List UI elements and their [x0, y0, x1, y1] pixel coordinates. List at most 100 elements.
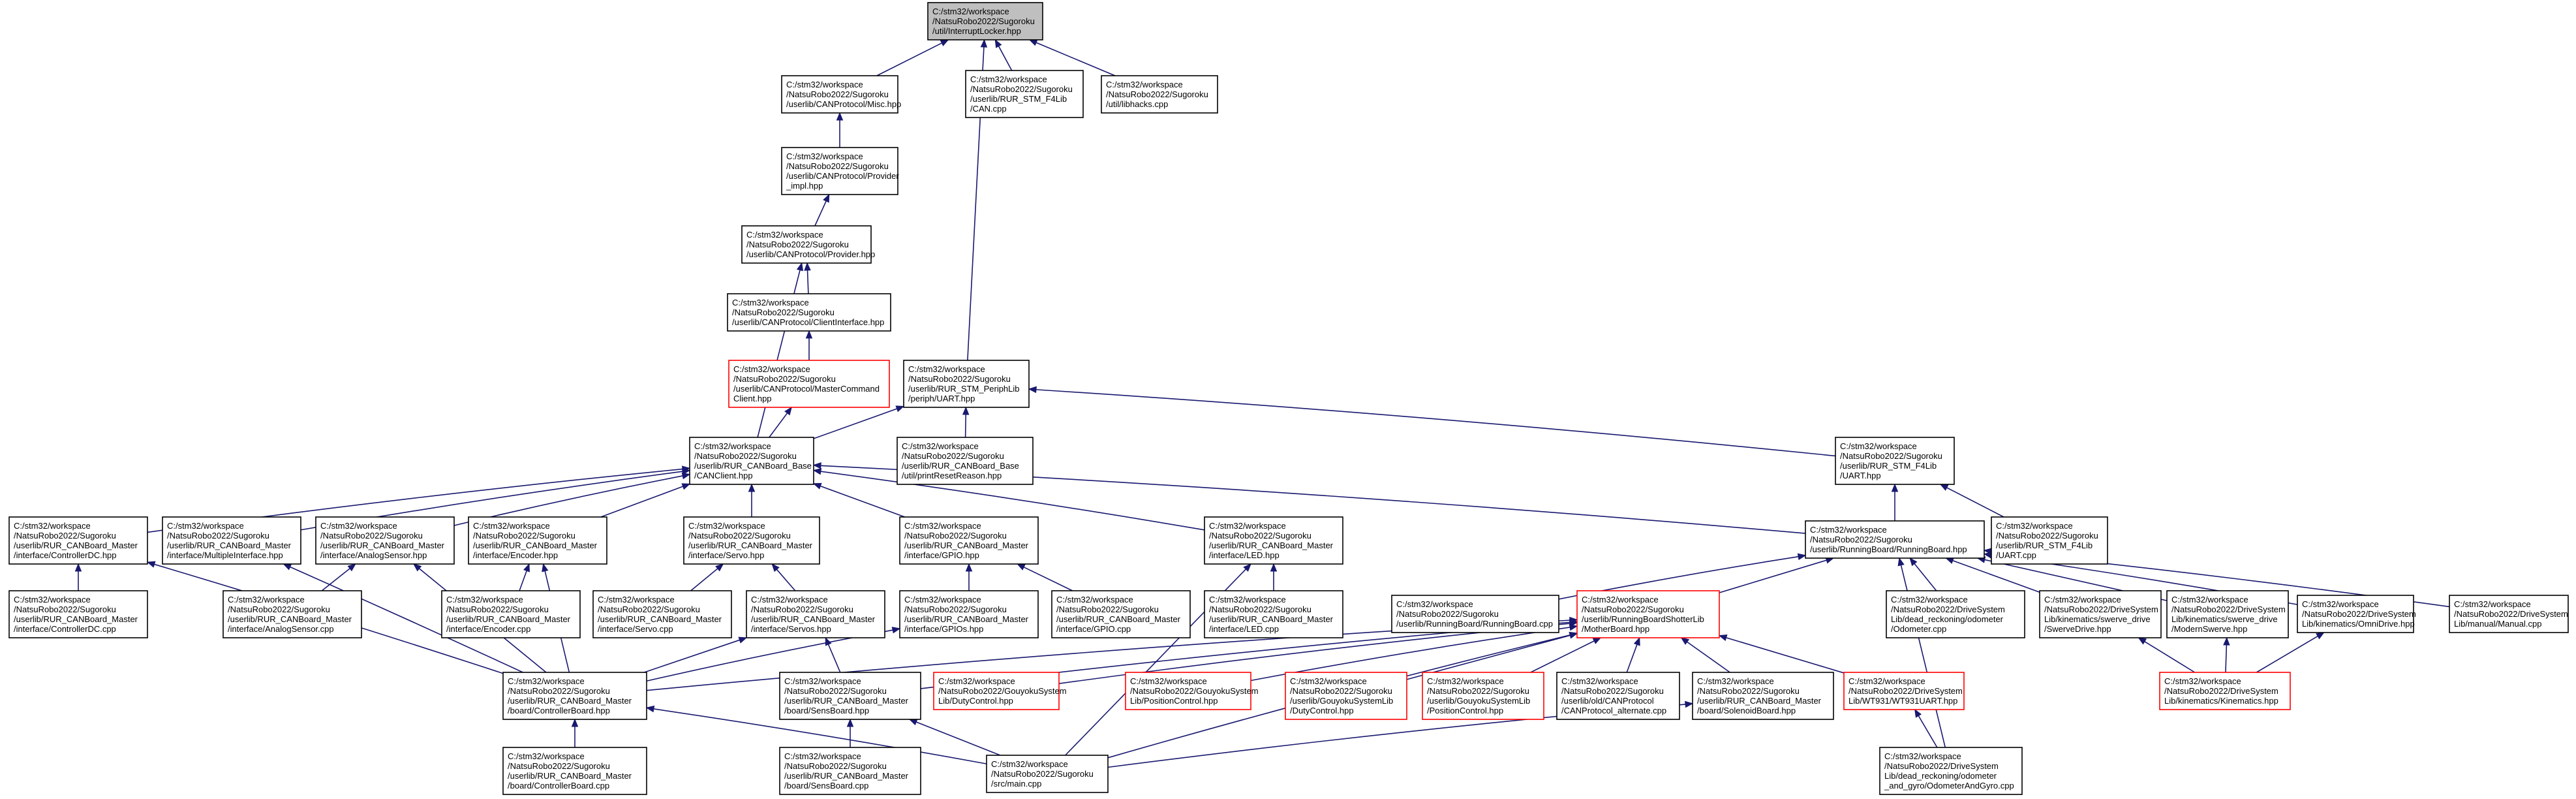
edge-sensboard-to-servos: [825, 636, 841, 673]
graph-node-multiif[interactable]: C:/stm32/workspace/NatsuRobo2022/Sugorok…: [162, 516, 301, 565]
node-label-line: /DutyControl.hpp: [1290, 706, 1354, 715]
node-label-line: Lib/DutyControl.hpp: [938, 696, 1013, 706]
arrowhead-icon: [1939, 484, 1949, 491]
node-label-line: /userlib/RUR_CANBoard_Master: [473, 540, 598, 550]
graph-node-mastercmd[interactable]: C:/stm32/workspace/NatsuRobo2022/Sugorok…: [728, 360, 890, 408]
graph-node-provider[interactable]: C:/stm32/workspace/NatsuRobo2022/Sugorok…: [741, 225, 875, 264]
graph-node-kinematics[interactable]: C:/stm32/workspace/NatsuRobo2022/DriveSy…: [2159, 672, 2291, 710]
graph-node-uart-cpp[interactable]: C:/stm32/workspace/NatsuRobo2022/Sugorok…: [1991, 516, 2108, 565]
node-label-line: C:/stm32/workspace: [970, 74, 1047, 84]
graph-node-modernswerve[interactable]: C:/stm32/workspace/NatsuRobo2022/DriveSy…: [2166, 590, 2289, 638]
graph-node-canclient[interactable]: C:/stm32/workspace/NatsuRobo2022/Sugorok…: [689, 437, 814, 485]
graph-node-root[interactable]: C:/stm32/workspace/NatsuRobo2022/Sugorok…: [927, 2, 1043, 40]
edge-canclient-to-uart-peri: [813, 405, 905, 439]
graph-node-runboard-cpp[interactable]: C:/stm32/workspace/NatsuRobo2022/Sugorok…: [1391, 595, 1559, 633]
graph-node-servos[interactable]: C:/stm32/workspace/NatsuRobo2022/Sugorok…: [746, 590, 885, 638]
edge-line: [1023, 567, 1073, 591]
graph-node-led[interactable]: C:/stm32/workspace/NatsuRobo2022/Sugorok…: [1204, 516, 1343, 565]
edge-analog-cpp-to-analog: [321, 563, 356, 591]
graph-node-main-cpp[interactable]: C:/stm32/workspace/NatsuRobo2022/Sugorok…: [986, 755, 1109, 793]
arrowhead-icon: [804, 262, 811, 271]
node-box: [1576, 590, 1720, 638]
arrowhead-icon: [1569, 631, 1578, 638]
graph-node-gpios[interactable]: C:/stm32/workspace/NatsuRobo2022/Sugorok…: [899, 590, 1039, 638]
graph-node-sensboard[interactable]: C:/stm32/workspace/NatsuRobo2022/Sugorok…: [779, 672, 921, 720]
graph-node-gpio-cpp[interactable]: C:/stm32/workspace/NatsuRobo2022/Sugorok…: [1051, 590, 1191, 638]
node-label-line: /userlib/RunningBoard/RunningBoard.cpp: [1396, 619, 1553, 629]
arrowhead-icon: [412, 563, 422, 572]
node-label-line: /CANProtocol_alternate.cpp: [1561, 706, 1666, 715]
graph-node-odogyro[interactable]: C:/stm32/workspace/NatsuRobo2022/DriveSy…: [1879, 747, 2023, 795]
graph-node-can-cpp[interactable]: C:/stm32/workspace/NatsuRobo2022/Sugorok…: [965, 70, 1084, 118]
node-label-line: Lib/manual/Manual.cpp: [2454, 619, 2541, 629]
graph-node-omnidrive[interactable]: C:/stm32/workspace/NatsuRobo2022/DriveSy…: [2297, 595, 2416, 633]
graph-node-odometer[interactable]: C:/stm32/workspace/NatsuRobo2022/DriveSy…: [1886, 590, 2025, 638]
graph-node-motherboard[interactable]: C:/stm32/workspace/NatsuRobo2022/Sugorok…: [1576, 590, 1720, 638]
node-box: [741, 225, 872, 264]
graph-node-ctrlboard[interactable]: C:/stm32/workspace/NatsuRobo2022/Sugorok…: [502, 672, 647, 720]
graph-node-wt931[interactable]: C:/stm32/workspace/NatsuRobo2022/DriveSy…: [1843, 672, 1965, 710]
graph-node-canalt[interactable]: C:/stm32/workspace/NatsuRobo2022/Sugorok…: [1556, 672, 1680, 720]
graph-node-sensboard-cpp[interactable]: C:/stm32/workspace/NatsuRobo2022/Sugorok…: [779, 747, 921, 795]
node-label-line: /NatsuRobo2022/Sugoroku: [473, 531, 575, 540]
graph-node-ctrldc[interactable]: C:/stm32/workspace/NatsuRobo2022/Sugorok…: [8, 516, 148, 565]
graph-node-encoder-cpp[interactable]: C:/stm32/workspace/NatsuRobo2022/Sugorok…: [441, 590, 581, 638]
edge-odometer-to-runboard: [1909, 557, 1937, 591]
graph-node-led-cpp[interactable]: C:/stm32/workspace/NatsuRobo2022/Sugorok…: [1204, 590, 1343, 638]
node-label-line: /NatsuRobo2022/Sugoroku: [1290, 686, 1392, 696]
edge-line: [757, 270, 801, 438]
graph-node-libhacks[interactable]: C:/stm32/workspace/NatsuRobo2022/Sugorok…: [1101, 75, 1218, 114]
graph-node-prov-impl[interactable]: C:/stm32/workspace/NatsuRobo2022/Sugorok…: [781, 147, 899, 195]
node-label-line: C:/stm32/workspace: [1891, 595, 1968, 604]
node-label-line: /userlib/RUR_CANBoard_Master: [14, 614, 138, 624]
edge-ctrlboard-to-multiif: [283, 563, 523, 673]
node-label-line: /interface/Servo.hpp: [688, 550, 764, 560]
node-label-line: C:/stm32/workspace: [784, 676, 861, 686]
node-label-line: /userlib/RUR_STM_PeriphLib: [908, 384, 1020, 394]
graph-node-solenoid[interactable]: C:/stm32/workspace/NatsuRobo2022/Sugorok…: [1692, 672, 1834, 720]
graph-node-servo-cpp[interactable]: C:/stm32/workspace/NatsuRobo2022/Sugorok…: [592, 590, 732, 638]
edge-line: [653, 708, 987, 764]
graph-node-uart-f4[interactable]: C:/stm32/workspace/NatsuRobo2022/Sugorok…: [1835, 437, 1955, 485]
arrowhead-icon: [146, 561, 156, 568]
graph-node-misc[interactable]: C:/stm32/workspace/NatsuRobo2022/Sugorok…: [781, 75, 901, 114]
node-label-line: /NatsuRobo2022/Sugoroku: [1106, 89, 1208, 99]
graph-node-encoder[interactable]: C:/stm32/workspace/NatsuRobo2022/Sugorok…: [468, 516, 607, 565]
graph-node-swervedrive[interactable]: C:/stm32/workspace/NatsuRobo2022/DriveSy…: [2039, 590, 2162, 638]
graph-node-manual-cpp[interactable]: C:/stm32/workspace/NatsuRobo2022/DriveSy…: [2449, 595, 2569, 633]
arrowhead-icon: [2223, 636, 2230, 646]
node-box: [1391, 595, 1559, 633]
node-label-line: /NatsuRobo2022/Sugoroku: [991, 769, 1094, 779]
graph-node-sugo-duty[interactable]: C:/stm32/workspace/NatsuRobo2022/Sugorok…: [1285, 672, 1407, 720]
graph-node-ctrlboard-cpp[interactable]: C:/stm32/workspace/NatsuRobo2022/Sugorok…: [502, 747, 647, 795]
arrowhead-icon: [738, 636, 748, 644]
node-label-line: /NatsuRobo2022/Sugoroku: [1582, 604, 1684, 614]
edge-led-cpp-to-led: [1270, 563, 1278, 591]
graph-node-analog-cpp[interactable]: C:/stm32/workspace/NatsuRobo2022/Sugorok…: [222, 590, 362, 638]
graph-node-servo[interactable]: C:/stm32/workspace/NatsuRobo2022/Sugorok…: [683, 516, 820, 565]
graph-node-sugo-pos[interactable]: C:/stm32/workspace/NatsuRobo2022/Sugorok…: [1422, 672, 1544, 720]
node-label-line: Lib/kinematics/swerve_drive: [2171, 614, 2278, 624]
node-label-line: C:/stm32/workspace: [904, 595, 981, 604]
node-label-line: C:/stm32/workspace: [694, 441, 771, 451]
graph-node-gouy-pos[interactable]: C:/stm32/workspace/NatsuRobo2022/Gouyoku…: [1125, 672, 1259, 710]
node-label-line: /NatsuRobo2022/Sugoroku: [14, 531, 116, 540]
node-box: [1125, 672, 1251, 710]
graph-node-analog[interactable]: C:/stm32/workspace/NatsuRobo2022/Sugorok…: [315, 516, 455, 565]
node-label-line: C:/stm32/workspace: [751, 595, 828, 604]
graph-node-gpio[interactable]: C:/stm32/workspace/NatsuRobo2022/Sugorok…: [899, 516, 1039, 565]
edge-odogyro-to-wt931: [1914, 708, 1938, 748]
graph-node-clientif[interactable]: C:/stm32/workspace/NatsuRobo2022/Sugorok…: [727, 293, 891, 332]
graph-node-gouy-duty[interactable]: C:/stm32/workspace/NatsuRobo2022/Gouyoku…: [933, 672, 1067, 710]
edge-line: [915, 721, 1001, 756]
graph-node-printreset[interactable]: C:/stm32/workspace/NatsuRobo2022/Sugorok…: [897, 437, 1034, 485]
graph-node-ctrldc-cpp[interactable]: C:/stm32/workspace/NatsuRobo2022/Sugorok…: [8, 590, 148, 638]
node-label-line: /NatsuRobo2022/Sugoroku: [1697, 686, 1800, 696]
graph-node-runboard[interactable]: C:/stm32/workspace/NatsuRobo2022/Sugorok…: [1805, 520, 1985, 559]
edge-line: [1687, 641, 1730, 673]
arrowhead-icon: [1914, 708, 1922, 718]
edge-uart-cpp-to-uart-f4: [1939, 484, 2004, 518]
graph-node-uart-peri[interactable]: C:/stm32/workspace/NatsuRobo2022/Sugorok…: [903, 360, 1030, 408]
node-label-line: /NatsuRobo2022/Sugoroku: [14, 604, 116, 614]
node-label-line: C:/stm32/workspace: [1427, 676, 1504, 686]
